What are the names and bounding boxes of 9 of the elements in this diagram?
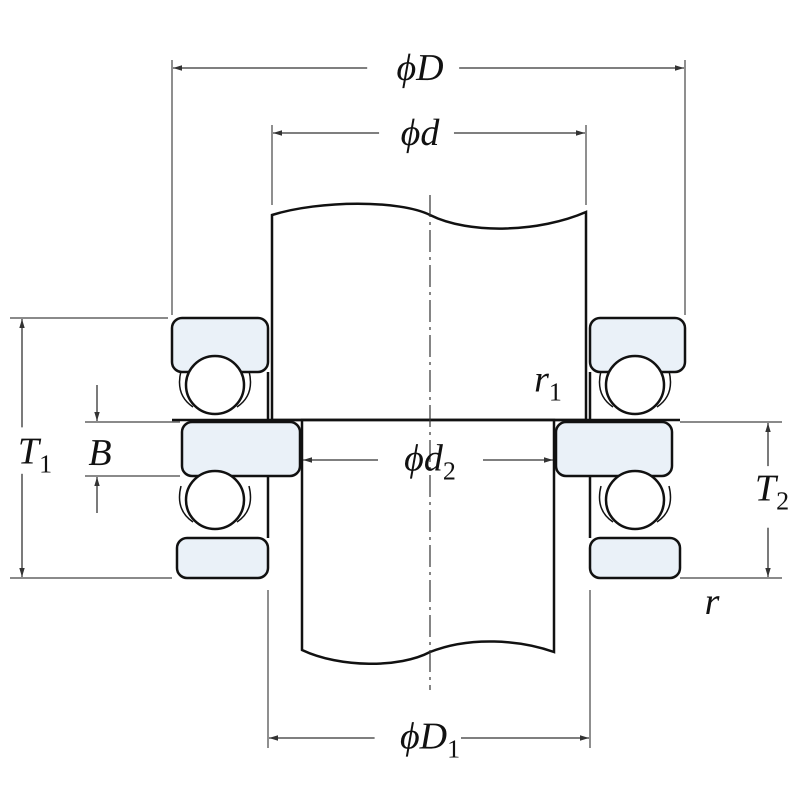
dimension-label: ϕD$_{1}$ [400, 718, 460, 762]
dimension-label: ϕd$_{2}$ [404, 440, 456, 484]
dimension-label: r$_{1}$ [534, 360, 562, 406]
dimension-label: T$_{1}$ [18, 432, 52, 478]
dimension-label: ϕD [396, 49, 444, 87]
dimension-label: ϕd [400, 114, 440, 152]
dimension-label: T$_{2}$ [754, 470, 790, 514]
dimension-label: r [704, 583, 720, 621]
dimension-label: B [88, 434, 112, 472]
